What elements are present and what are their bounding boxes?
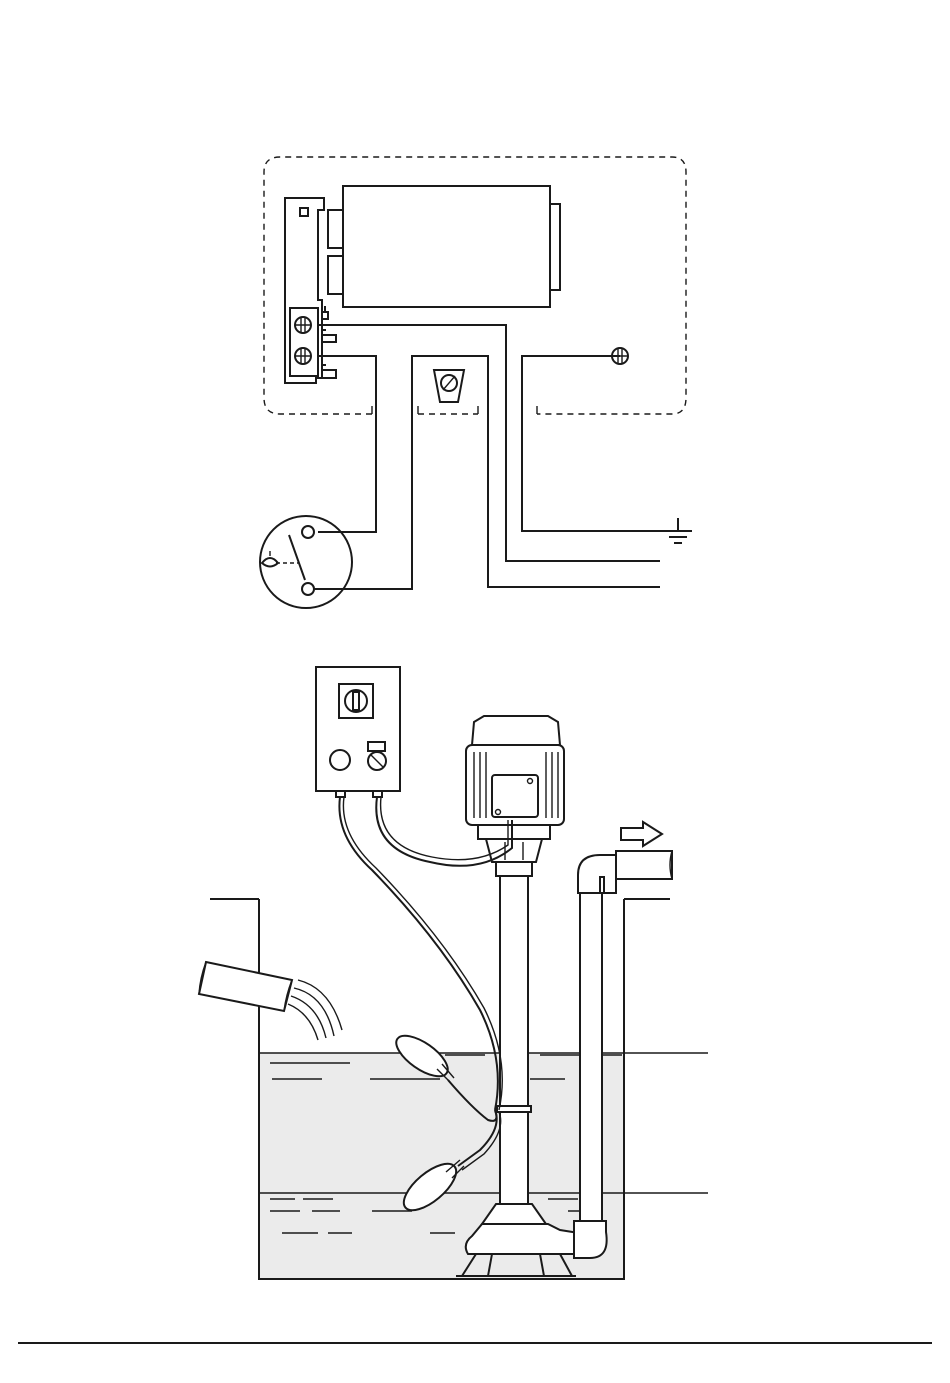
motor bbox=[466, 716, 564, 876]
capacitor-mount-upper bbox=[328, 210, 343, 248]
control-box-indicator-lamp bbox=[330, 750, 350, 770]
terminal-block-clip bbox=[300, 208, 308, 216]
capacitor-body bbox=[343, 186, 550, 307]
terminal-screw-upper bbox=[295, 317, 311, 333]
capacitor-mount-lower bbox=[328, 256, 343, 294]
earth-terminal-screw bbox=[612, 348, 628, 364]
installation-diagram bbox=[199, 667, 708, 1279]
terminal-strip bbox=[290, 308, 318, 376]
wiring-diagram bbox=[260, 157, 692, 608]
flow-direction-arrow bbox=[621, 822, 662, 846]
discharge-bottom-elbow bbox=[574, 1221, 607, 1258]
pump-column-clamp bbox=[497, 1106, 531, 1112]
capacitor-end-cap bbox=[550, 204, 560, 290]
control-box-reset-cap bbox=[368, 742, 385, 751]
terminal-screw-lower bbox=[295, 348, 311, 364]
pump-coupling bbox=[496, 862, 532, 876]
control-box-body bbox=[316, 667, 400, 791]
control-box-switch-handle bbox=[353, 692, 359, 710]
earth-symbol bbox=[664, 518, 692, 543]
cable-gland bbox=[434, 370, 464, 402]
motor-terminal-box bbox=[492, 775, 538, 817]
control-box-gland-left bbox=[336, 791, 345, 797]
discharge-top-elbow bbox=[578, 855, 616, 893]
pump-shaft-tube bbox=[500, 876, 528, 1204]
wire-float-bottom bbox=[314, 356, 660, 589]
discharge-riser bbox=[580, 893, 602, 1221]
terminal-tab-2 bbox=[322, 330, 336, 342]
motor-flange bbox=[478, 825, 550, 839]
inlet-pipe bbox=[199, 962, 342, 1040]
control-box-gland-right bbox=[373, 791, 382, 797]
control-box bbox=[316, 667, 400, 797]
control-box-switch-knob bbox=[345, 690, 367, 712]
discharge-horizontal bbox=[616, 851, 672, 879]
float-switch-symbol bbox=[260, 516, 352, 608]
wire-earth bbox=[522, 356, 668, 531]
motor-top-cap bbox=[472, 716, 560, 745]
terminal-tab-3 bbox=[322, 365, 336, 378]
wire-float-top bbox=[318, 356, 376, 532]
